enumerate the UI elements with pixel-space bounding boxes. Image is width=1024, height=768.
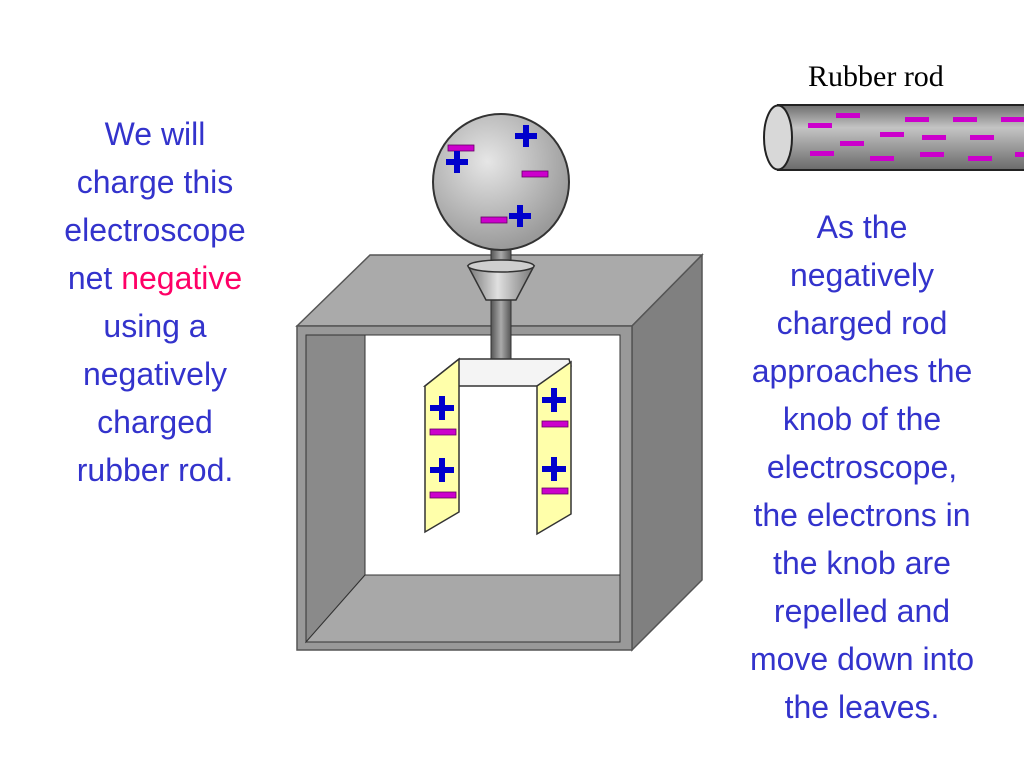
minus-sign <box>953 117 977 122</box>
minus-sign <box>905 117 929 122</box>
plus-sign <box>430 396 454 420</box>
plus-sign <box>446 151 468 173</box>
explanation-line: negatively <box>789 257 935 293</box>
plus-sign <box>509 205 531 227</box>
minus-sign <box>1015 152 1024 157</box>
minus-sign <box>880 132 904 137</box>
minus-sign <box>429 428 457 436</box>
left-leaf <box>424 357 460 534</box>
leaf-charges <box>429 388 569 499</box>
minus-sign <box>968 156 992 161</box>
knob-charges <box>446 125 549 227</box>
plus-sign <box>515 125 537 147</box>
explanation-line: the electrons in <box>753 497 971 533</box>
minus-sign <box>429 491 457 499</box>
intro-line: We will <box>104 116 206 152</box>
explanation-line: move down into <box>749 641 975 677</box>
minus-sign <box>447 144 475 152</box>
negative-highlight: negative <box>121 260 243 296</box>
rod-negative-charges <box>808 113 1024 161</box>
explanation-line: the knob are <box>773 545 951 581</box>
box-inner-floor <box>304 574 621 643</box>
intro-line: rubber rod. <box>76 452 234 488</box>
plus-sign <box>542 457 566 481</box>
minus-sign <box>970 135 994 140</box>
minus-sign <box>870 156 894 161</box>
minus-sign <box>541 487 569 495</box>
plus-sign <box>542 388 566 412</box>
rubber-rod-label: Rubber rod <box>808 60 944 93</box>
insulator <box>466 259 536 301</box>
intro-line: net negative <box>30 254 280 302</box>
minus-sign <box>1001 117 1024 122</box>
minus-sign <box>521 170 549 178</box>
intro-line: charge this <box>76 164 234 200</box>
explanation-line: charged rod <box>776 305 948 341</box>
electroscope-knob <box>432 113 570 251</box>
intro-prefix: net <box>67 260 122 296</box>
minus-sign <box>808 123 832 128</box>
explanation-text: As the negatively charged rod approaches… <box>712 203 1012 731</box>
explanation-line: knob of the <box>782 401 942 437</box>
intro-line: negatively <box>82 356 228 392</box>
rod-end <box>763 104 793 171</box>
minus-sign <box>480 216 508 224</box>
intro-line: using a <box>103 308 207 344</box>
right-leaf <box>536 360 572 536</box>
intro-line: charged <box>97 404 213 440</box>
plus-sign <box>430 458 454 482</box>
explanation-line: repelled and <box>773 593 951 629</box>
minus-sign <box>920 152 944 157</box>
explanation-line: the leaves. <box>784 689 940 725</box>
explanation-line: electroscope, <box>766 449 958 485</box>
explanation-line: As the <box>816 209 908 245</box>
rubber-rod <box>763 104 1024 171</box>
intro-text: We will charge this electroscope net neg… <box>30 110 280 494</box>
minus-sign <box>922 135 946 140</box>
minus-sign <box>840 141 864 146</box>
explanation-line: approaches the <box>751 353 973 389</box>
minus-sign <box>836 113 860 118</box>
minus-sign <box>810 151 834 156</box>
intro-line: electroscope <box>64 212 246 248</box>
minus-sign <box>541 420 569 428</box>
